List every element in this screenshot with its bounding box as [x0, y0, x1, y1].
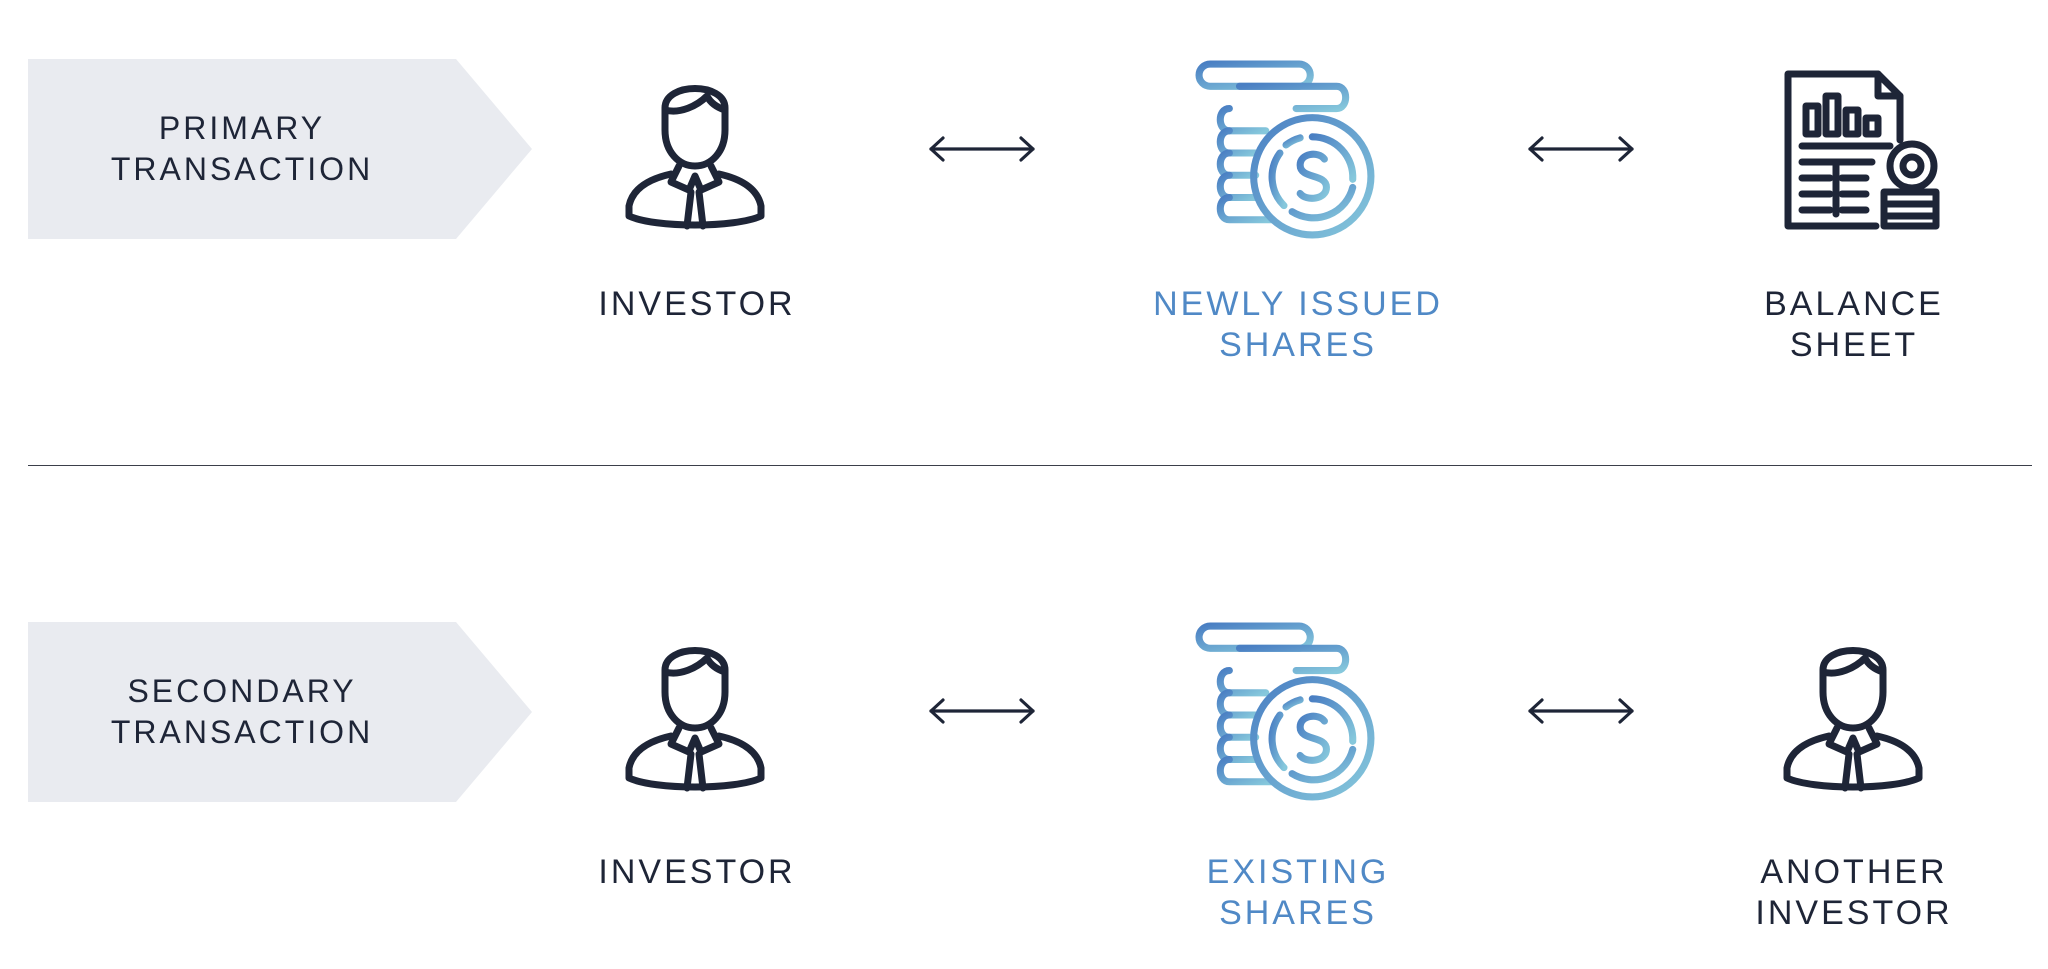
double-arrow-icon	[927, 696, 1037, 726]
section-divider	[28, 465, 2032, 466]
tag-chevron-shape	[28, 59, 532, 239]
primary-transaction-row: PRIMARY TRANSACTION INVESTOR NEWLY ISSUE…	[0, 0, 2048, 440]
secondary-transaction-tag: SECONDARY TRANSACTION	[28, 622, 532, 802]
primary-transaction-tag: PRIMARY TRANSACTION	[28, 59, 532, 239]
tag-chevron-shape	[28, 622, 532, 802]
double-arrow-icon	[1526, 696, 1636, 726]
newly-issued-shares-label: NEWLY ISSUED SHARES	[1153, 285, 1443, 364]
tag-label: SECONDARY TRANSACTION	[110, 673, 374, 750]
investor-label: INVESTOR	[598, 853, 796, 891]
secondary-transaction-row: SECONDARY TRANSACTION INVESTOR EXISTING …	[0, 0, 2048, 932]
existing-shares-label: EXISTING SHARES	[1206, 853, 1390, 932]
investor-icon	[625, 632, 765, 792]
tag-label: PRIMARY TRANSACTION	[110, 110, 374, 187]
balance-sheet-label: BALANCE SHEET	[1764, 285, 1944, 364]
another-investor-icon	[1783, 632, 1923, 792]
another-investor-label: ANOTHER INVESTOR	[1755, 853, 1953, 932]
coins-dollar-icon	[1195, 622, 1377, 804]
investor-label: INVESTOR	[598, 285, 796, 323]
